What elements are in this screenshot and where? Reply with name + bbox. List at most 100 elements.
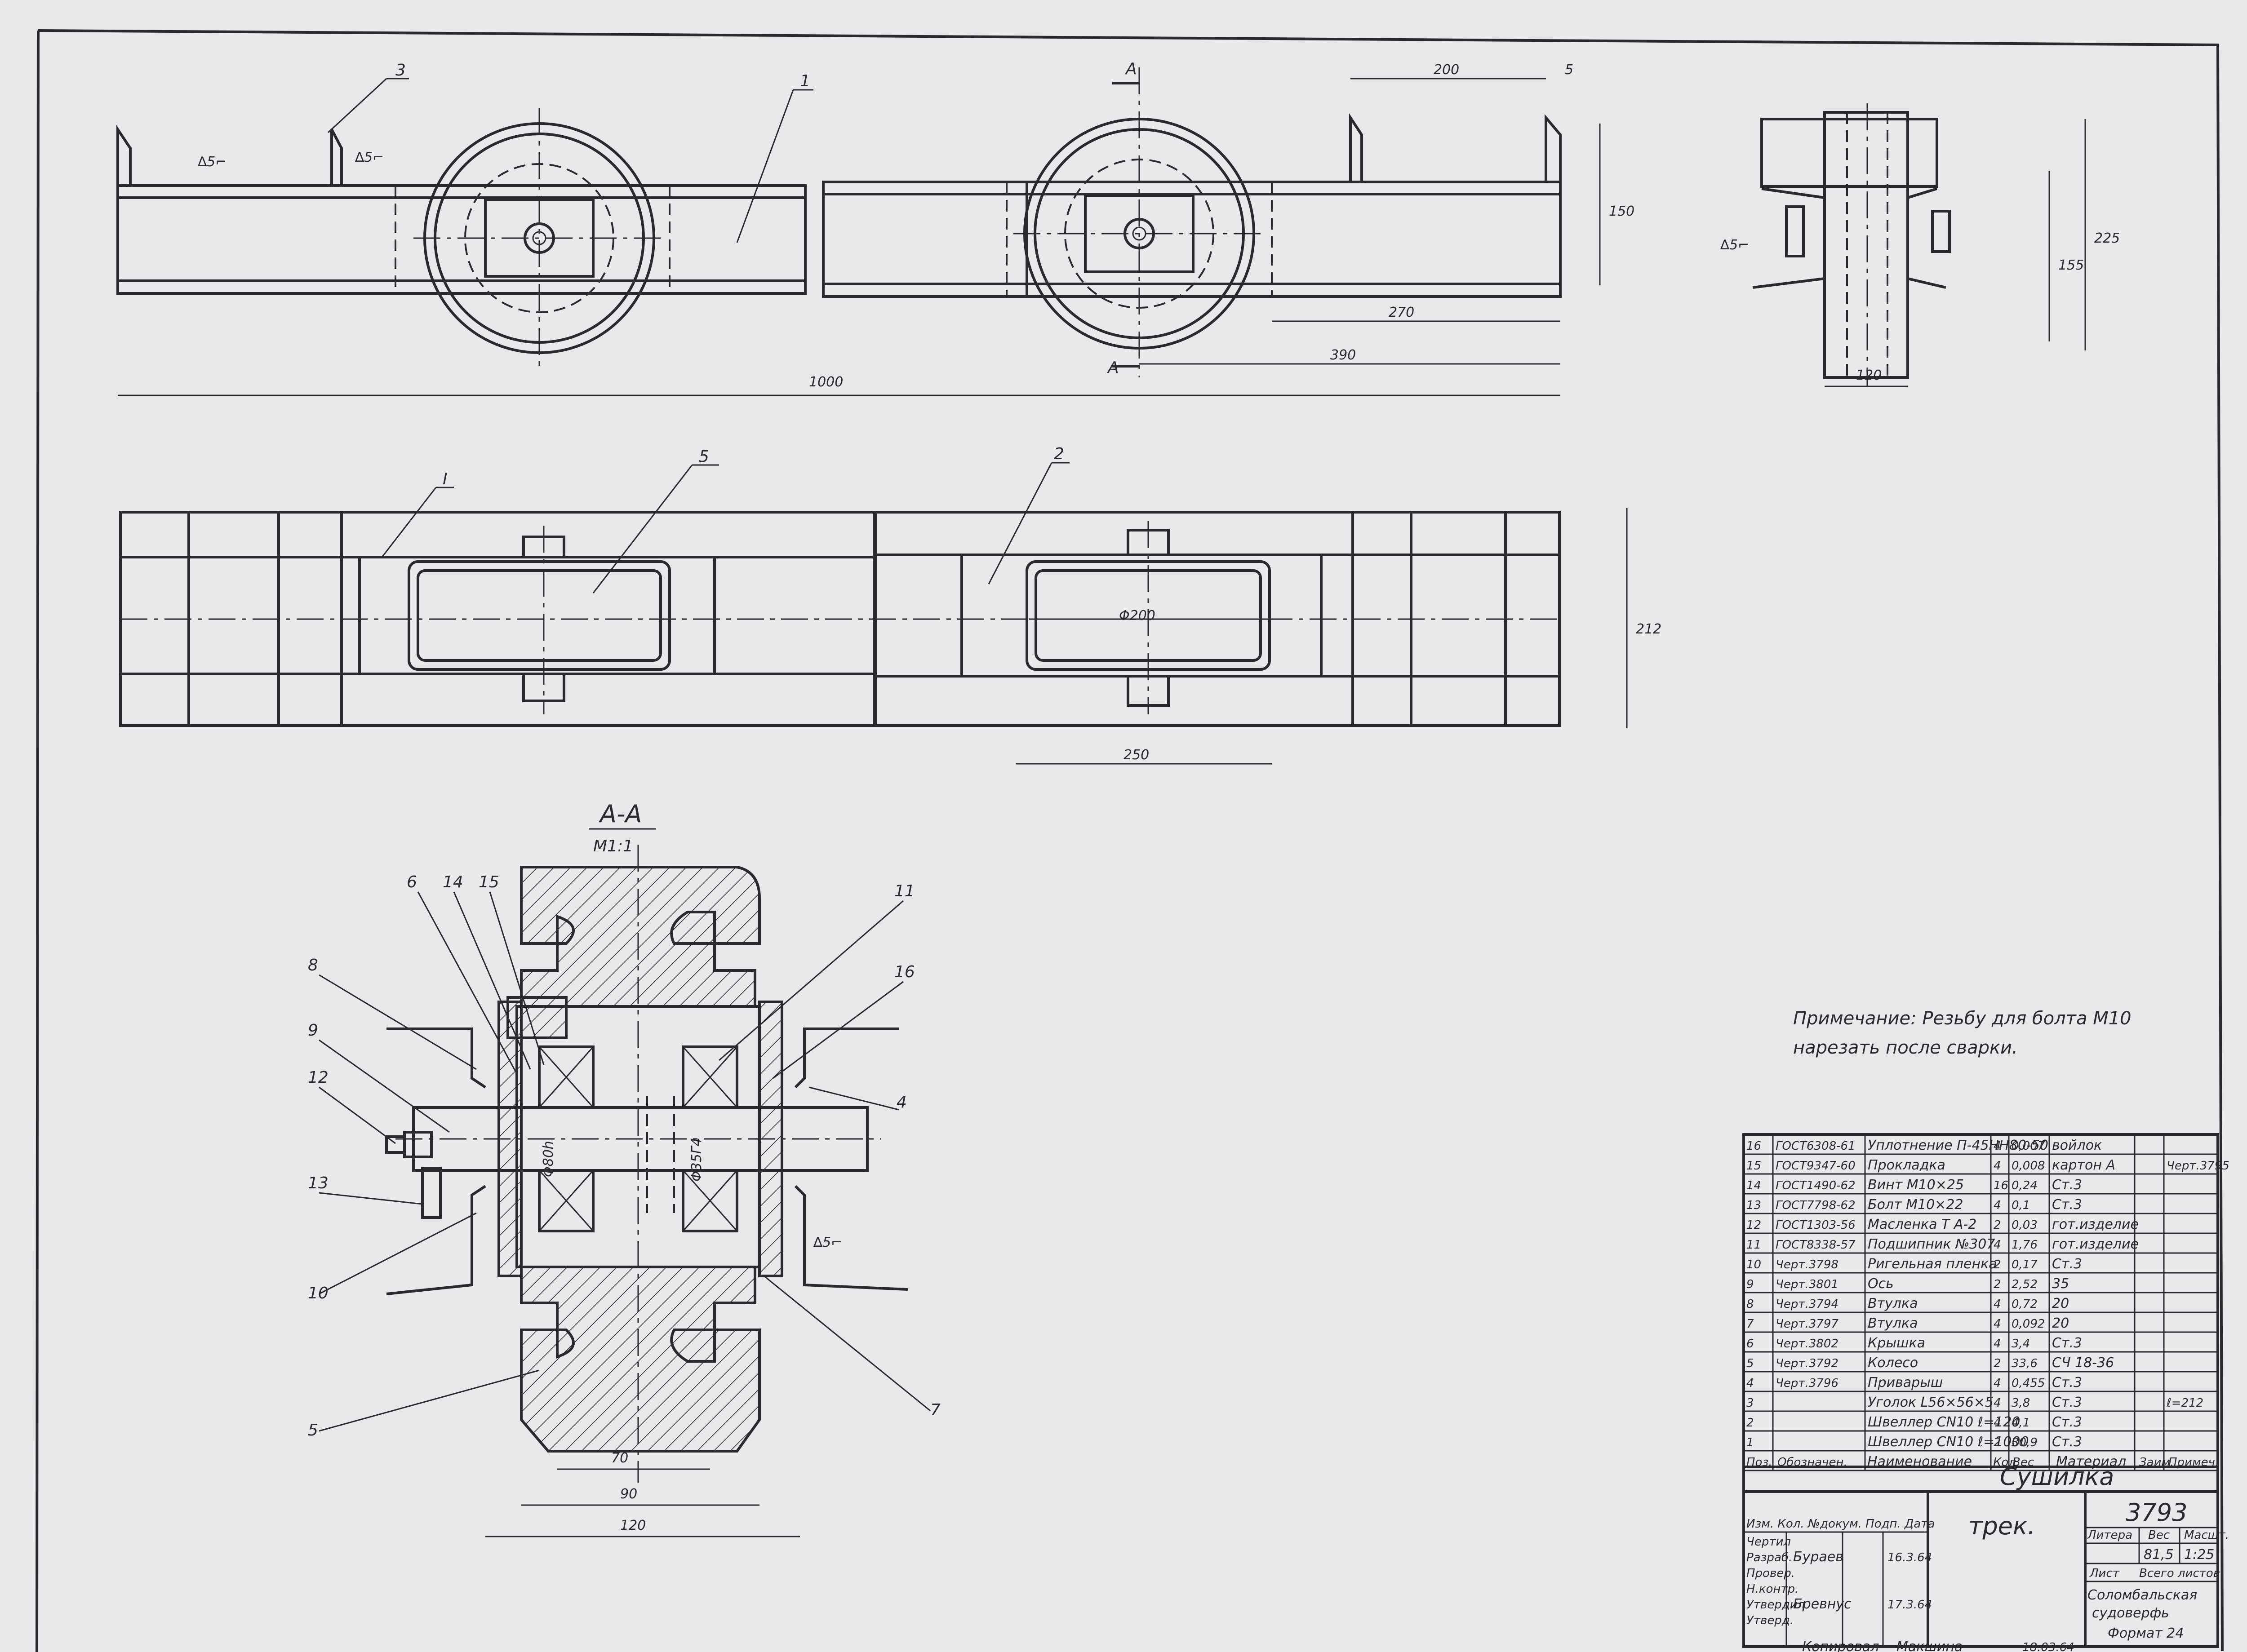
- bom-cell-qty: 2: [1994, 1278, 2001, 1291]
- bom-cell-qty: 4: [1994, 1416, 2001, 1430]
- bom-cell-pos: 11: [1746, 1238, 1761, 1252]
- bom-cell-qty: 4: [1994, 1298, 2001, 1311]
- section-dim-120: 120: [620, 1518, 646, 1533]
- sec-callout-13: 13: [308, 1174, 329, 1192]
- role-r1: Чертил: [1746, 1535, 1791, 1549]
- bom-cell-mat: Ст.3: [2052, 1434, 2082, 1450]
- bom-cell-pos: 13: [1746, 1199, 1761, 1212]
- sec-callout-4: 4: [897, 1093, 907, 1112]
- bom-cell-doc: ГОСТ9347-60: [1776, 1159, 1856, 1173]
- bom-cell-name: Приварыш: [1868, 1375, 1943, 1391]
- sheets-label: Всего листов: [2139, 1567, 2220, 1580]
- front-callout-1: 1: [800, 72, 810, 90]
- section-scale: M1:1: [593, 837, 633, 855]
- plan-callout-5: 5: [699, 447, 709, 466]
- weight-value: 81,5: [2144, 1547, 2174, 1563]
- side-view: ∆5⌐ 155 225 120: [1720, 103, 2120, 387]
- note-block: Примечание: Резьбу для болта М10 нарезат…: [1793, 1008, 2132, 1058]
- bom-grid: [1744, 1134, 2218, 1471]
- role-r3: Провер.: [1746, 1567, 1795, 1580]
- bom-cell-pos: 12: [1746, 1218, 1761, 1232]
- bom-cell-qty: 4: [1994, 1139, 2001, 1153]
- bom-cell-mat: Ст.3: [2052, 1395, 2082, 1410]
- bom-cell-name: Винт М10×25: [1868, 1177, 1964, 1193]
- bom-cell-doc: ГОСТ1490-62: [1776, 1179, 1856, 1192]
- bom-cell-mat: картон А: [2052, 1157, 2115, 1173]
- title-block: Сушилка 3793 Литера Вес Масшт. 81,5 1:25…: [1742, 1462, 2229, 1652]
- bom-cell-wt: 30,9: [2012, 1436, 2038, 1449]
- sec-callout-15: 15: [479, 873, 499, 891]
- bom-cell-wt: 0,455: [2012, 1377, 2045, 1390]
- col-litera: Литера: [2087, 1528, 2132, 1542]
- bom-cell-qty: 4: [1994, 1199, 2001, 1212]
- bom-cell-wt: 0,008: [2012, 1159, 2045, 1173]
- format-label: Формат 24: [2108, 1625, 2184, 1641]
- bom-cell-qty: 2: [1994, 1436, 2001, 1449]
- bom-cell-qty: 2: [1994, 1357, 2001, 1370]
- section-dim-70: 70: [611, 1450, 628, 1466]
- org-line-1: Соломбальская: [2087, 1587, 2197, 1603]
- bom-cell-wt: 2,52: [2012, 1278, 2038, 1291]
- bom-cell-mat: Ст.3: [2052, 1256, 2082, 1272]
- col-weight: Вес: [2148, 1528, 2170, 1542]
- bom-cell-name: Втулка: [1868, 1315, 1918, 1331]
- plan-dim-212: 212: [1636, 621, 1661, 637]
- bom-cell-mat: 20: [2052, 1315, 2069, 1331]
- sec-callout-7: 7: [930, 1401, 941, 1419]
- bom-cell-pos: 6: [1746, 1337, 1754, 1351]
- bom-cell-pos: 7: [1746, 1317, 1754, 1331]
- note-line-1: Примечание: Резьбу для болта М10: [1793, 1008, 2132, 1029]
- bom-cell-doc: Черт.3797: [1776, 1317, 1838, 1331]
- copied-label: Копировал: [1802, 1639, 1879, 1652]
- plan-dim-250: 250: [1124, 747, 1149, 763]
- bom-cell-qty: 4: [1994, 1396, 2001, 1410]
- org-line-2: судоверфь: [2092, 1605, 2169, 1621]
- bom-cell-qty: 2: [1994, 1218, 2001, 1232]
- side-dim-155: 155: [2058, 257, 2084, 273]
- bom-cell-qty: 4: [1994, 1317, 2001, 1331]
- front-dim-200: 200: [1434, 62, 1459, 78]
- bom-cell-pos: 3: [1746, 1396, 1754, 1410]
- sec-callout-12: 12: [308, 1068, 329, 1087]
- bom-cell-doc: ГОСТ8338-57: [1776, 1238, 1856, 1252]
- bom-cell-name: Масленка Т А-2: [1868, 1217, 1976, 1232]
- bom-cell-mat: гот.изделие: [2052, 1236, 2139, 1252]
- bom-cell-mat: Ст.3: [2052, 1375, 2082, 1391]
- bom-cell-doc: Черт.3802: [1776, 1337, 1838, 1351]
- front-weld-1: ∆5⌐: [197, 154, 226, 170]
- role-r2: Разраб.: [1746, 1551, 1792, 1564]
- bom-cell-qty: 16: [1994, 1179, 2008, 1192]
- section-mark-top: A: [1125, 60, 1137, 78]
- roles-header: Изм. Кол. №докум. Подп. Дата: [1746, 1517, 1935, 1531]
- section-dim-d80: Φ80h: [541, 1141, 556, 1177]
- bom-cell-doc: Черт.3792: [1776, 1357, 1838, 1370]
- bom-cell-wt: 0,007: [2012, 1139, 2045, 1153]
- bom-cell-mat: гот.изделие: [2052, 1217, 2139, 1232]
- bom-cell-mat: Ст.3: [2052, 1177, 2082, 1193]
- front-dim-1000: 1000: [809, 374, 843, 390]
- bom-cell-name: Уплотнение П-45НН80-50: [1868, 1138, 2048, 1153]
- developer-name: Бураев: [1793, 1549, 1843, 1565]
- front-dim-270: 270: [1389, 305, 1414, 320]
- bom-cell-wt: 0,17: [2012, 1258, 2038, 1271]
- bom-cell-doc: ГОСТ6308-61: [1776, 1139, 1856, 1153]
- bom-cell-qty: 4: [1994, 1159, 2001, 1173]
- bom-cell-pos: 9: [1746, 1278, 1754, 1291]
- date-2: 17.3.64: [1887, 1598, 1932, 1612]
- bom-cell-name: Прокладка: [1868, 1157, 1945, 1173]
- bom-cell-name: Уголок L56×56×5: [1868, 1395, 1994, 1410]
- bom-cell-name: Крышка: [1868, 1335, 1925, 1351]
- copied-date: 18.03.64: [2022, 1641, 2074, 1652]
- bom-cell-pos: 1: [1746, 1436, 1754, 1449]
- bom-cell-wt: 4,1: [2012, 1416, 2030, 1430]
- section-mark-bottom: A: [1107, 359, 1119, 377]
- bom-cell-doc: ГОСТ7798-62: [1776, 1199, 1856, 1212]
- bom-cell-note: Черт.3795: [2167, 1159, 2229, 1173]
- sheet-label: Лист: [2089, 1567, 2120, 1580]
- item-name: трек.: [1968, 1512, 2035, 1540]
- bom-cell-name: Ригельная пленка: [1868, 1256, 1997, 1272]
- bom-cell-pos: 4: [1746, 1377, 1754, 1390]
- copied-name: Макшина: [1896, 1639, 1963, 1652]
- side-dim-225: 225: [2094, 230, 2120, 246]
